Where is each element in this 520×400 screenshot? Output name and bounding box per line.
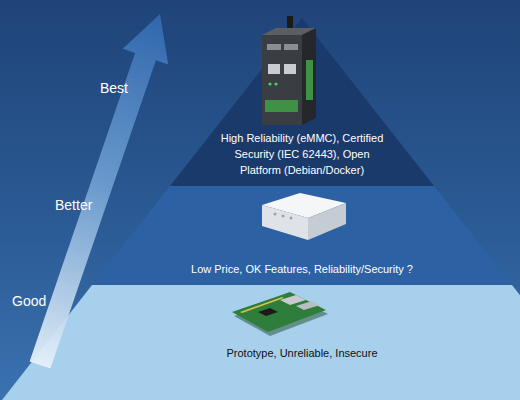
ethernet-port: [296, 301, 320, 310]
gateway-side: [302, 28, 316, 125]
gateway-port: [267, 44, 281, 50]
band-outline: [170, 18, 434, 186]
tier-rank-label: Good: [12, 293, 46, 309]
middle-tier-band: Low Price, OK Features, Reliability/Secu…: [92, 186, 512, 285]
band-outline: [92, 186, 512, 285]
band-fill: [170, 18, 434, 186]
tier-rank-label: Best: [100, 80, 128, 96]
arrow-shape: [30, 14, 169, 369]
top-tier-band: High Reliability (eMMC), Certified Secur…: [170, 18, 434, 186]
single-board-computer: [232, 292, 328, 336]
antenna: [287, 16, 293, 30]
cpu-chip: [258, 308, 278, 316]
status-led: [268, 82, 271, 85]
router-led: [282, 215, 285, 218]
tier-rank-label: Better: [55, 197, 92, 213]
tier-description: Prototype, Unreliable, Insecure: [102, 345, 502, 361]
terminal-block: [306, 60, 313, 100]
gateway-port: [284, 44, 298, 50]
router-top: [262, 193, 346, 218]
band-fill: [2, 285, 520, 400]
gpio-header: [240, 297, 284, 313]
ethernet-port: [284, 64, 296, 74]
band-outline: [2, 285, 520, 400]
gateway-front: [262, 35, 302, 125]
router-led: [274, 213, 277, 216]
industrial-gateway: [262, 16, 316, 125]
tier-description: High Reliability (eMMC), Certified Secur…: [213, 130, 391, 178]
router-front: [262, 205, 308, 240]
status-led: [274, 82, 277, 85]
usb-port: [280, 295, 306, 305]
consumer-router: [262, 193, 346, 240]
terminal-block: [265, 100, 298, 112]
tier-description: Low Price, OK Features, Reliability/Secu…: [102, 261, 502, 277]
board-shadow: [234, 296, 328, 336]
ethernet-port: [268, 64, 280, 74]
band-fill: [92, 186, 512, 285]
pcb-board: [232, 292, 326, 332]
gateway-top: [262, 28, 316, 35]
router-led: [290, 217, 293, 220]
bottom-tier-band: Prototype, Unreliable, Insecure: [2, 285, 520, 400]
router-side: [308, 203, 346, 240]
